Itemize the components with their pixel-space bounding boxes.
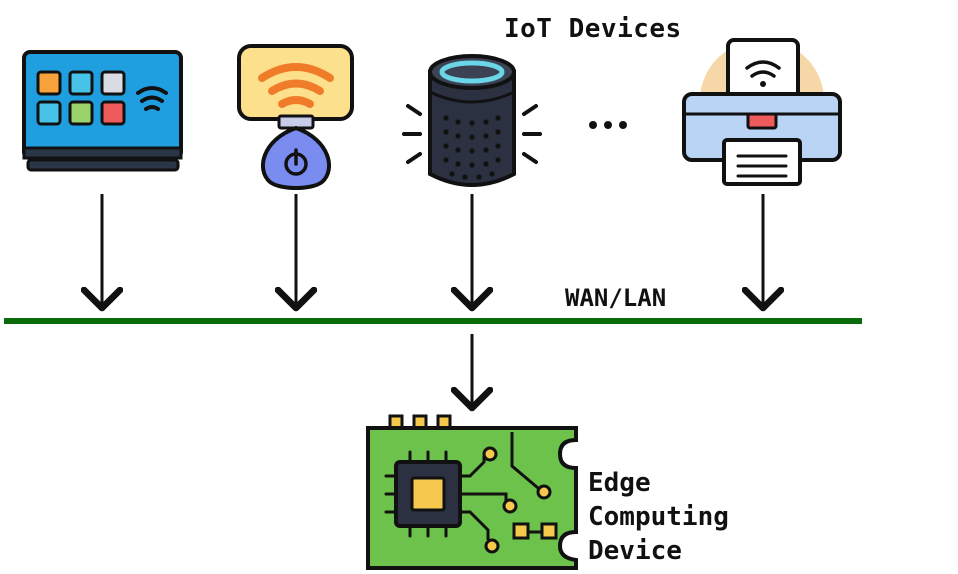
edge-label-line3: Device: [588, 536, 682, 566]
smart-tv-icon: [22, 50, 183, 172]
smart-bulb-icon: [237, 44, 354, 190]
edge-label-line1: Edge: [588, 468, 651, 498]
smart-speaker-icon: [402, 54, 542, 187]
network-label: WAN/LAN: [565, 284, 667, 312]
edge-label-line2: Computing: [588, 502, 729, 532]
iot-devices-label: IoT Devices: [504, 14, 682, 44]
circuit-board-icon: [366, 414, 578, 570]
more-devices-ellipsis: [589, 121, 627, 129]
edge-device-label: Edge Computing Device: [588, 466, 729, 568]
wifi-printer-icon: [682, 38, 842, 186]
